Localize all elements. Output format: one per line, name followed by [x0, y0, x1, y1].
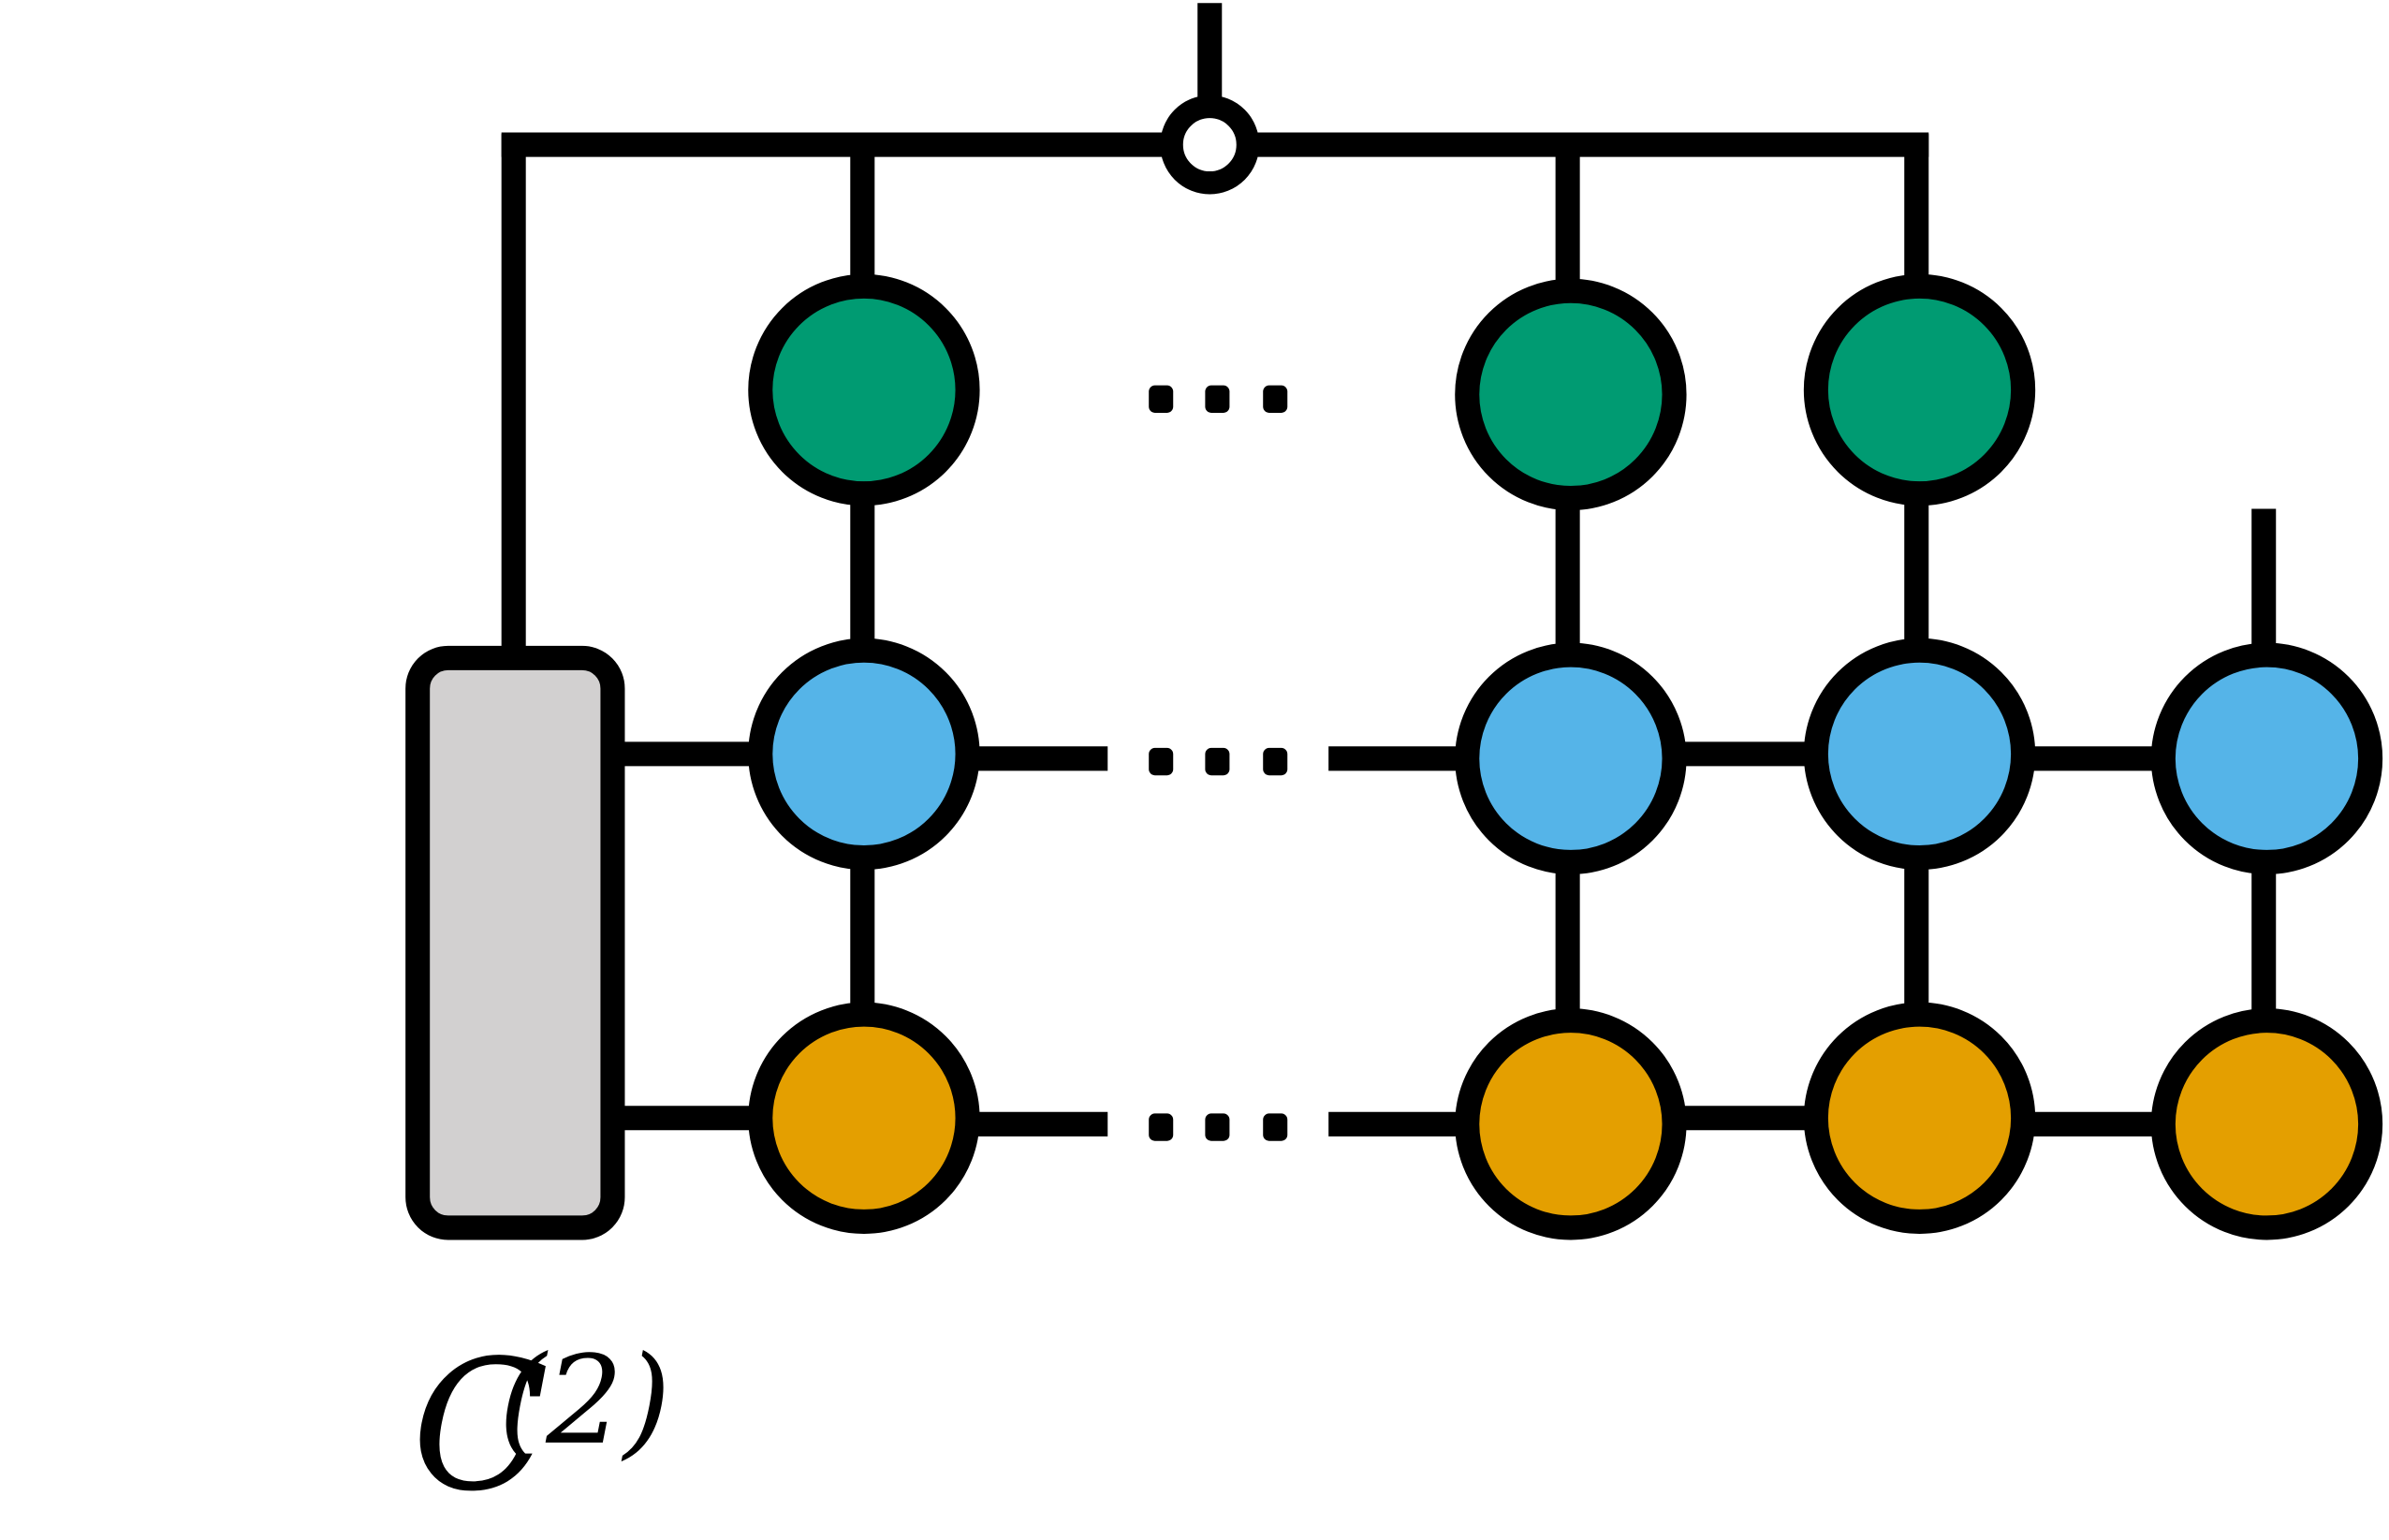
ellipsis-middle	[1149, 747, 1288, 776]
tensor-label: C	[412, 1323, 550, 1532]
wires	[501, 3, 2277, 1137]
bottom-node-3	[1803, 1002, 2036, 1234]
top-row-nodes	[748, 273, 2036, 511]
middle-node-4	[2150, 642, 2383, 874]
bottom-node-1	[748, 1002, 980, 1234]
boundary-box	[405, 645, 625, 1240]
top-node-1	[748, 273, 980, 506]
ellipsis-bottom	[1149, 1113, 1288, 1141]
ellipsis-top	[1149, 385, 1288, 413]
middle-row-nodes	[748, 638, 2383, 874]
middle-node-3	[1803, 638, 2036, 871]
contraction-dot	[1160, 95, 1260, 195]
bottom-node-4	[2150, 1008, 2383, 1240]
middle-node-2	[1455, 642, 1687, 874]
top-node-3	[1803, 273, 2036, 506]
tensor-label-base: C	[412, 1323, 550, 1532]
tensor-label-superscript: (2)	[498, 1329, 670, 1472]
bottom-node-2	[1455, 1008, 1687, 1240]
middle-node-1	[748, 638, 980, 871]
top-node-2	[1455, 278, 1687, 511]
bottom-row-nodes	[748, 1002, 2383, 1240]
